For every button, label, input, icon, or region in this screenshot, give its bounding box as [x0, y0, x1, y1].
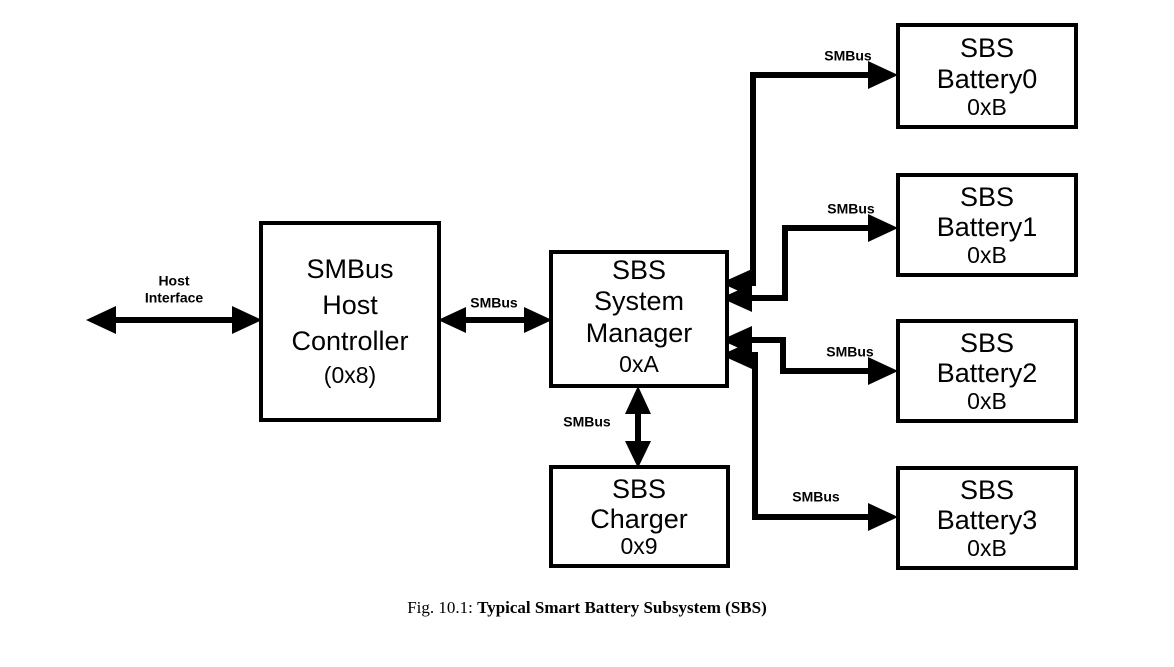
arrowhead-down — [625, 441, 651, 468]
label-manager-to-battery0: SMBus — [824, 48, 872, 64]
block-sbs-battery3[interactable]: SBS Battery3 0xB — [896, 466, 1078, 570]
battery3-line1: SBS — [960, 475, 1014, 505]
block-smbus-host-controller[interactable]: SMBus Host Controller (0x8) — [259, 221, 441, 422]
arrowhead-to-manager — [721, 284, 752, 312]
arrowhead-to-battery1 — [868, 214, 898, 242]
host-controller-line3: Controller — [291, 326, 408, 356]
battery3-address: 0xB — [967, 535, 1007, 561]
arrowhead-left — [438, 307, 466, 333]
host-controller-line2: Host — [322, 290, 378, 320]
host-controller-line1: SMBus — [306, 254, 393, 284]
battery0-line2: Battery0 — [937, 64, 1038, 94]
connector-host-to-manager — [438, 307, 552, 333]
battery1-address: 0xB — [967, 242, 1007, 268]
connector-manager-to-battery1 — [721, 214, 898, 312]
block-sbs-battery0[interactable]: SBS Battery0 0xB — [896, 23, 1078, 129]
arrowhead-to-manager — [721, 341, 752, 369]
label-host-interface-line1: Host — [158, 273, 189, 289]
connector-manager-to-battery3 — [721, 341, 898, 531]
battery0-line1: SBS — [960, 33, 1014, 63]
host-controller-address: (0x8) — [324, 362, 376, 388]
connector-manager-to-battery0 — [721, 61, 898, 297]
arrowhead-left — [86, 306, 116, 334]
charger-address: 0x9 — [620, 533, 657, 559]
battery3-line2: Battery3 — [937, 505, 1038, 535]
figure-caption: Fig. 10.1: Typical Smart Battery Subsyst… — [0, 598, 1174, 618]
block-sbs-system-manager[interactable]: SBS System Manager 0xA — [549, 250, 729, 388]
label-manager-to-battery1: SMBus — [827, 201, 875, 217]
system-manager-line2: System — [594, 286, 684, 316]
block-sbs-charger[interactable]: SBS Charger 0x9 — [549, 465, 730, 568]
arrowhead-right — [232, 306, 262, 334]
battery2-address: 0xB — [967, 388, 1007, 414]
battery1-line1: SBS — [960, 182, 1014, 212]
connector-manager-to-charger — [625, 386, 651, 468]
system-manager-address: 0xA — [619, 351, 659, 377]
battery1-line2: Battery1 — [937, 212, 1038, 242]
arrowhead-right — [524, 307, 552, 333]
label-manager-to-charger: SMBus — [563, 414, 611, 430]
figure-caption-title: Typical Smart Battery Subsystem (SBS) — [477, 598, 767, 617]
battery0-address: 0xB — [967, 94, 1007, 120]
label-manager-to-battery2: SMBus — [826, 344, 874, 360]
block-sbs-battery2[interactable]: SBS Battery2 0xB — [896, 319, 1078, 423]
system-manager-line1: SBS — [612, 255, 666, 285]
arrowhead-to-battery3 — [868, 503, 898, 531]
arrowhead-to-battery0 — [868, 61, 898, 89]
connector-host-interface — [86, 306, 262, 334]
battery2-line1: SBS — [960, 328, 1014, 358]
label-host-interface-line2: Interface — [145, 290, 204, 306]
charger-line1: SBS — [612, 474, 666, 504]
figure-caption-label: Fig. 10.1: — [407, 598, 473, 617]
arrowhead-to-battery2 — [868, 357, 898, 385]
charger-line2: Charger — [590, 504, 688, 534]
label-manager-to-battery3: SMBus — [792, 489, 840, 505]
arrowhead-up — [625, 386, 651, 414]
battery2-line2: Battery2 — [937, 358, 1038, 388]
system-manager-line3: Manager — [586, 318, 693, 348]
block-sbs-battery1[interactable]: SBS Battery1 0xB — [896, 173, 1078, 277]
label-host-to-manager: SMBus — [470, 295, 518, 311]
